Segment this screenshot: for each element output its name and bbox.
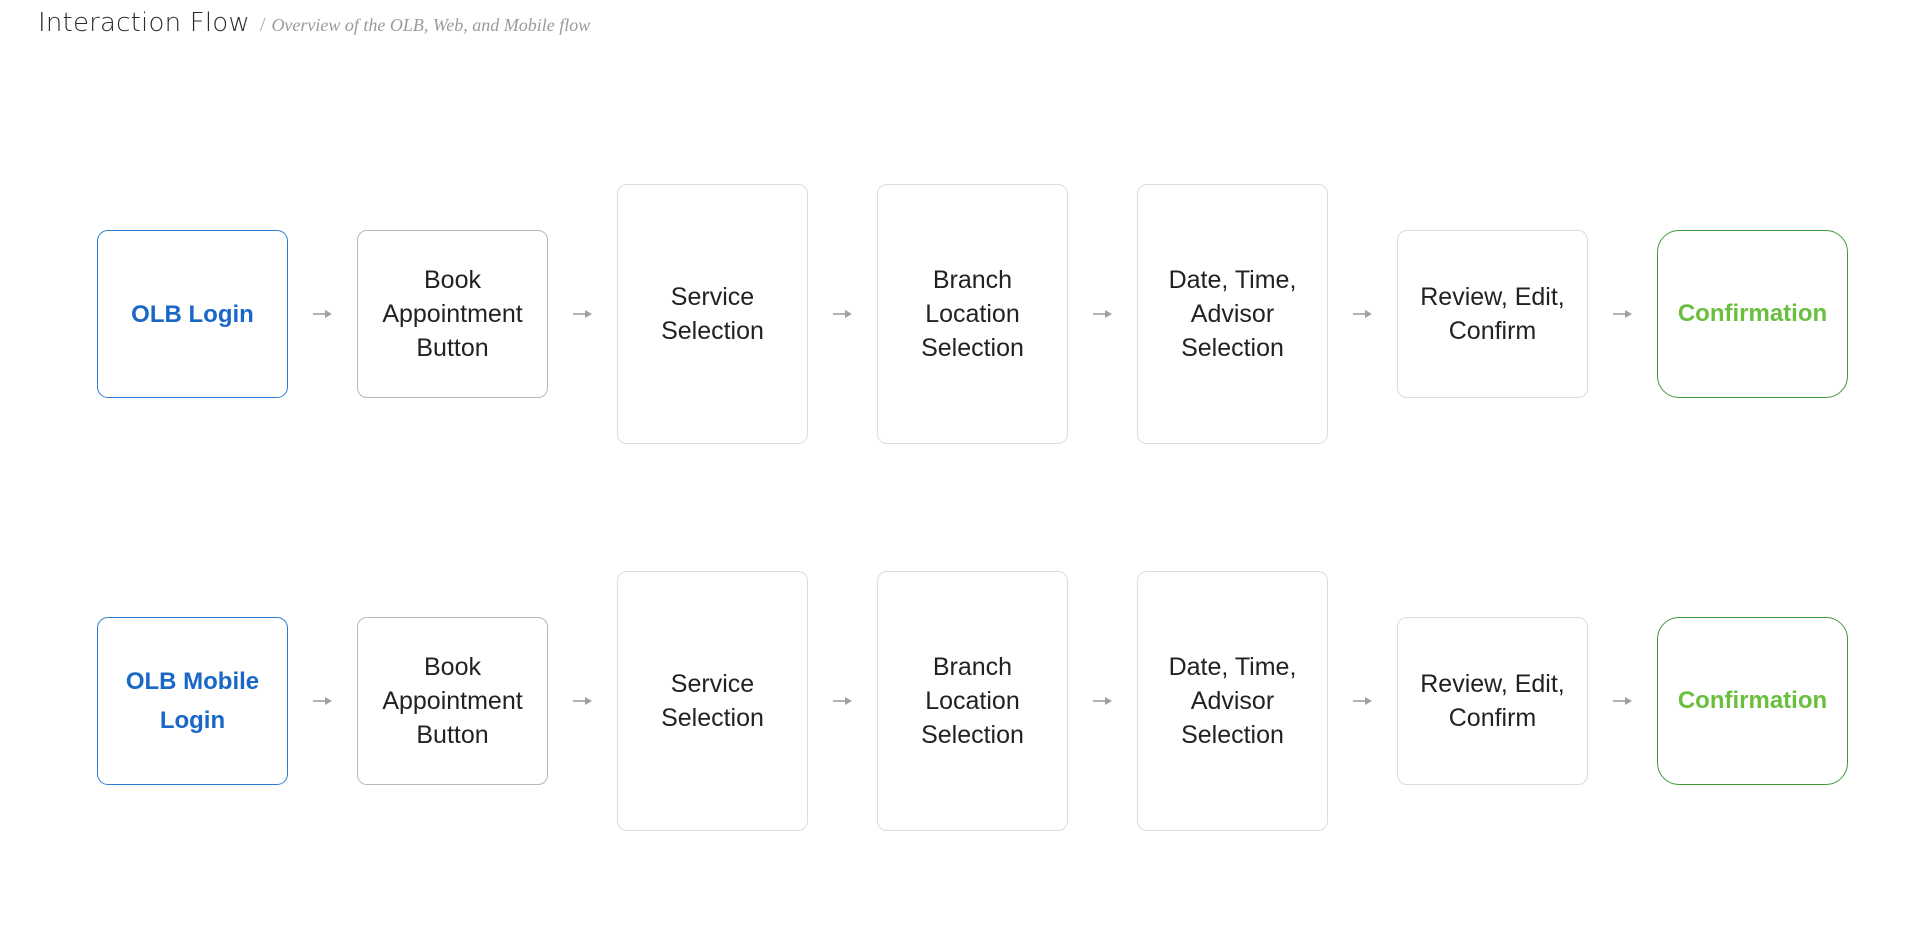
step-label: Confirmation <box>1677 300 1828 327</box>
step-date-time-advisor: Date, Time, Advisor Selection <box>1137 184 1328 444</box>
page-title: Interaction Flow <box>38 8 250 38</box>
step-label: Date, Time, Advisor Selection <box>1168 653 1297 749</box>
step-label: Review, Edit, Confirm <box>1420 283 1565 345</box>
step-service-selection: Service Selection <box>617 184 808 444</box>
page-header: Interaction Flow / Overview of the OLB, … <box>38 8 590 38</box>
step-branch-location: Branch Location Selection <box>877 571 1068 831</box>
step-label: OLB Mobile Login <box>125 668 260 734</box>
step-confirmation: Confirmation <box>1657 617 1848 785</box>
arrow-right-icon <box>1353 697 1372 705</box>
arrow-right-icon <box>1093 310 1112 318</box>
arrow-right-icon <box>1353 310 1372 318</box>
arrow-right-icon <box>573 310 592 318</box>
step-review-edit-confirm: Review, Edit, Confirm <box>1397 617 1588 785</box>
step-service-selection: Service Selection <box>617 571 808 831</box>
step-label: Confirmation <box>1677 687 1828 714</box>
step-label: Branch Location Selection <box>921 266 1024 362</box>
step-olb-login: OLB Login <box>97 230 288 398</box>
step-label: Service Selection <box>661 670 764 732</box>
step-label: Service Selection <box>661 283 764 345</box>
step-label: Book Appointment Button <box>382 653 523 749</box>
step-book-appointment: Book Appointment Button <box>357 617 548 785</box>
arrow-right-icon <box>313 697 332 705</box>
arrow-right-icon <box>313 310 332 318</box>
step-review-edit-confirm: Review, Edit, Confirm <box>1397 230 1588 398</box>
step-label: OLB Login <box>131 300 254 328</box>
arrow-right-icon <box>833 697 852 705</box>
title-separator: / <box>259 14 266 36</box>
arrow-right-icon <box>1613 310 1632 318</box>
step-label: Book Appointment Button <box>382 266 523 362</box>
step-label: Review, Edit, Confirm <box>1420 670 1565 732</box>
arrow-right-icon <box>1093 697 1112 705</box>
step-book-appointment: Book Appointment Button <box>357 230 548 398</box>
step-date-time-advisor: Date, Time, Advisor Selection <box>1137 571 1328 831</box>
page-subtitle: Overview of the OLB, Web, and Mobile flo… <box>271 15 591 35</box>
arrow-right-icon <box>833 310 852 318</box>
step-branch-location: Branch Location Selection <box>877 184 1068 444</box>
arrow-right-icon <box>573 697 592 705</box>
step-olb-mobile-login: OLB Mobile Login <box>97 617 288 785</box>
arrow-right-icon <box>1613 697 1632 705</box>
step-label: Date, Time, Advisor Selection <box>1168 266 1297 362</box>
step-label: Branch Location Selection <box>921 653 1024 749</box>
step-confirmation: Confirmation <box>1657 230 1848 398</box>
